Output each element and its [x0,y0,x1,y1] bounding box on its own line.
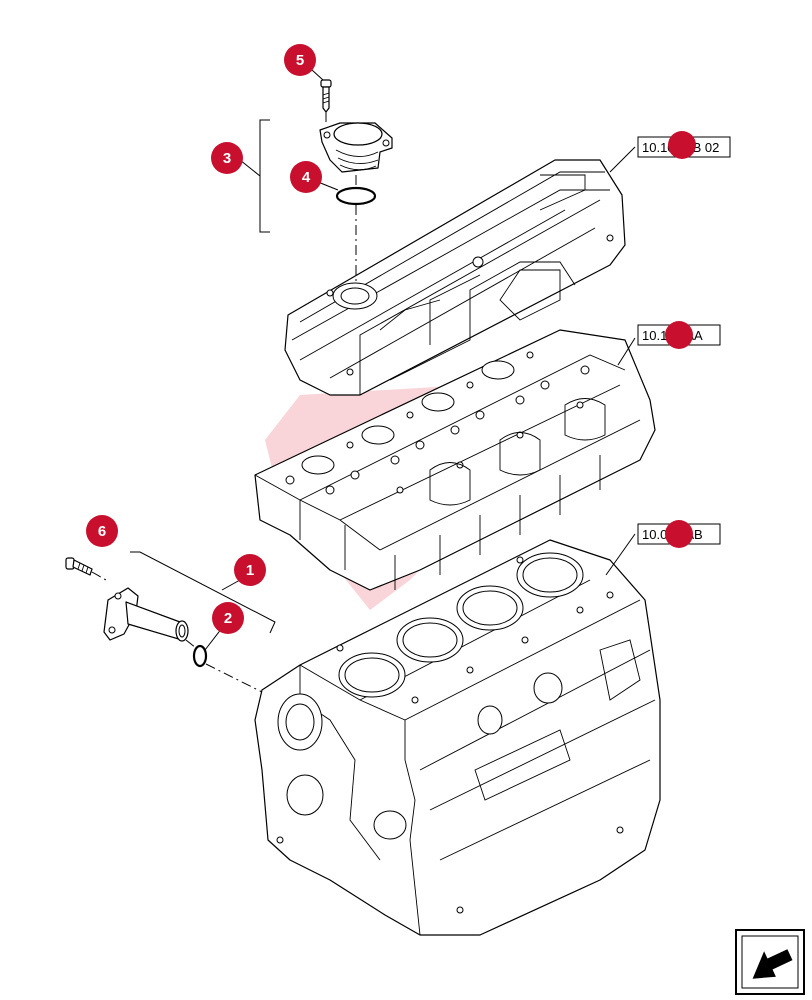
assembly-axis-cap [325,112,357,282]
ref-leader-2 [617,337,636,366]
engine-block [254,539,661,936]
bolt-6 [65,557,93,576]
callout-number: 2 [224,610,232,627]
reference-box-valve-cover[interactable]: 10.101.aB 02 [637,131,731,159]
bolt-5 [320,79,332,113]
callout-number: 3 [223,150,231,167]
callout-4[interactable]: 4 [290,161,322,193]
leader-3 [239,159,261,177]
leader-5 [311,69,324,81]
leader-4 [317,181,339,191]
reference-box-engine-block[interactable]: 10.001.AB [637,520,721,548]
bracket-1 [130,551,276,634]
reference-marker [665,321,693,349]
valve-cover [284,159,626,396]
o-ring-2 [192,644,208,668]
ref-leader-1 [609,146,636,173]
arrow-icon[interactable] [735,929,805,995]
callout-3[interactable]: 3 [211,142,243,174]
ref-leader-3 [605,533,636,576]
cylinder-head [254,329,656,591]
callout-1[interactable]: 1 [234,554,266,586]
reference-marker [668,131,696,159]
callout-number: 6 [98,523,106,540]
breather-cap-3 [319,122,393,173]
tube-pipe-1 [103,587,189,642]
assembly-axis-pipe [91,571,263,693]
reference-box-cylinder-head[interactable]: 10.101.AA [637,321,721,349]
callout-number: 4 [302,169,311,186]
callout-6[interactable]: 6 [86,515,118,547]
o-ring-4 [335,186,377,206]
callout-number: 5 [296,52,304,69]
leader-2 [204,627,223,651]
bracket-3 [259,119,270,233]
callout-2[interactable]: 2 [212,602,244,634]
leader-1 [221,579,241,591]
callout-5[interactable]: 5 [284,44,316,76]
callout-number: 1 [246,562,254,579]
reference-marker [665,520,693,548]
